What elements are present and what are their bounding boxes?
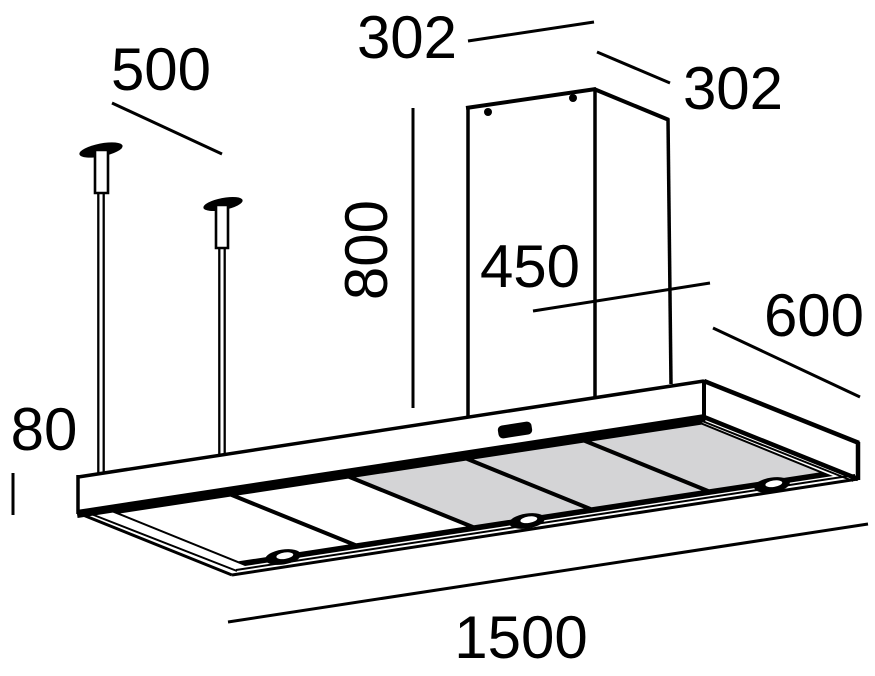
underside-back-inner-edge [235, 474, 856, 571]
dim-rod-length: 500 [111, 36, 211, 103]
filter-panel [120, 496, 349, 562]
dim-duct-depth: 302 [683, 55, 783, 122]
leader-rod-length [111, 101, 223, 156]
filter-panel [473, 442, 702, 508]
dim-line-body-length [227, 522, 869, 624]
spotlight-icon [754, 477, 790, 493]
chimney-duct [465, 87, 673, 416]
duct-mounting-hole-icon [484, 108, 492, 116]
leader-body-depth [712, 326, 861, 399]
hood-right-bottom-edge [703, 414, 859, 482]
rod-collar [214, 203, 230, 250]
duct-mounting-hole-icon [569, 94, 577, 102]
leader-duct-width [467, 20, 595, 43]
leader-duct-offset [532, 281, 711, 313]
filter-panel [591, 424, 820, 490]
dim-body-height: 80 [11, 396, 78, 463]
filter-panel-group [120, 424, 820, 562]
duct-top-side-edge [593, 87, 670, 122]
underside-left-inner-edge [85, 511, 238, 572]
underside-back-edge [231, 477, 859, 577]
dimension-labels: 500 302 302 800 450 600 80 1500 [11, 4, 864, 671]
dim-body-depth: 600 [764, 282, 864, 349]
hood-body [76, 378, 861, 577]
duct-top-front-edge [465, 87, 597, 110]
hood-front-face [78, 381, 704, 513]
hood-right-top-edge [703, 378, 860, 446]
spotlight-icon [509, 513, 545, 529]
hood-front-bottom-edge [76, 414, 706, 518]
hood-right-end-face [704, 381, 858, 479]
control-switch[interactable] [497, 421, 533, 439]
dim-body-length: 1500 [454, 604, 587, 671]
dim-duct-offset: 450 [480, 233, 580, 300]
dim-duct-width: 302 [357, 4, 457, 71]
spotlight-icon [265, 549, 301, 565]
filter-panel [238, 478, 467, 544]
filter-panel [355, 460, 584, 526]
underside-right-inner-edge [701, 420, 854, 482]
duct-back-right-edge [666, 118, 673, 385]
underside-left-edge [77, 511, 233, 577]
ceiling-rod-right [203, 196, 243, 455]
rod-collar [93, 148, 110, 195]
ceiling-rod-left [79, 142, 123, 474]
hood-front-top-edge [77, 379, 705, 479]
dim-duct-height: 800 [333, 200, 400, 300]
dimension-lines [11, 20, 869, 624]
leader-duct-depth [596, 50, 671, 85]
